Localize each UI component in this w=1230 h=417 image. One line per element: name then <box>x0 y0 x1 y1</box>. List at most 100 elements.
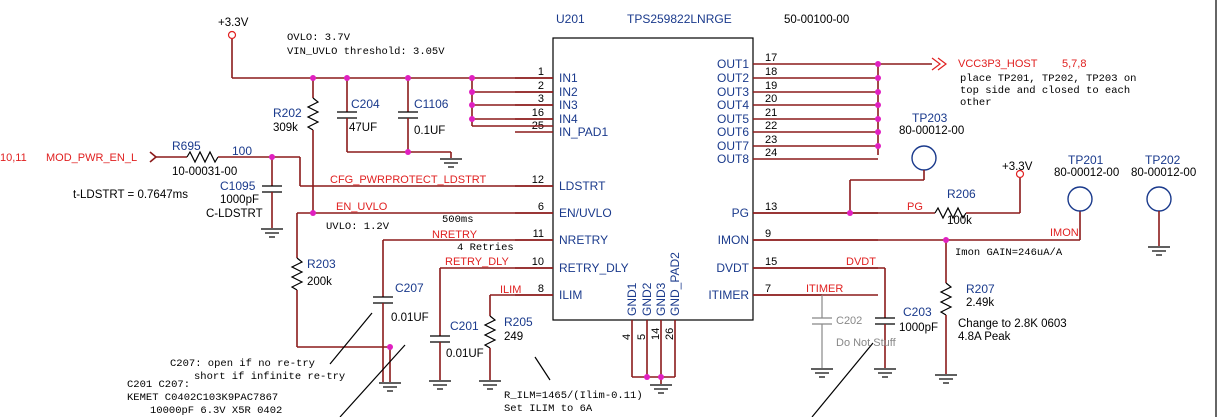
pin-name: GND_PAD2 <box>668 252 682 316</box>
c202-val: Do Not Stuff <box>836 337 897 349</box>
junction-dot <box>658 374 664 380</box>
note-kemet: KEMET C0402C103K9PAC7867 <box>127 392 278 404</box>
retry-dly-net: RETRY_DLY <box>445 256 509 268</box>
pin-number: 16 <box>532 107 544 119</box>
junction-dot <box>310 210 316 216</box>
note-ovlo: OVLO: 3.7V <box>287 32 351 44</box>
junction-dot <box>469 89 475 95</box>
ilim-net: ILIM <box>500 284 521 296</box>
c1106-ref: C1106 <box>414 97 449 111</box>
pin-name: ITIMER <box>708 288 749 302</box>
pin-number: 26 <box>664 328 676 340</box>
junction-dot <box>344 75 350 81</box>
pin-number: 18 <box>765 66 777 78</box>
junction-dot <box>269 154 275 160</box>
note-vin-uvlo: VIN_UVLO threshold: 3.05V <box>287 46 445 58</box>
pin-name: OUT2 <box>717 71 749 85</box>
pin-number: 10 <box>532 256 544 268</box>
pin-name: IN4 <box>559 112 578 126</box>
c1095-ref: C1095 <box>220 179 256 193</box>
junction-dot <box>875 102 881 108</box>
junction-dot <box>387 344 393 350</box>
junction-dot <box>469 116 475 122</box>
pin-number: 15 <box>765 256 777 268</box>
dvdt-net: DVDT <box>846 256 876 268</box>
pin-number: 21 <box>765 107 777 119</box>
pin-name: OUT7 <box>717 139 749 153</box>
pin-name: RETRY_DLY <box>559 261 629 275</box>
ic-part: TPS259822LNRGE <box>627 12 732 26</box>
pin-name: IN_PAD1 <box>559 125 608 139</box>
r203-ref: R203 <box>307 257 336 271</box>
pin-number: 13 <box>765 201 777 213</box>
r206-val: 100k <box>947 215 972 227</box>
pin-number: 2 <box>538 80 544 92</box>
itimer-net: ITIMER <box>806 283 843 295</box>
pin-name: GND1 <box>625 282 639 316</box>
c201-val: 0.01UF <box>446 348 484 360</box>
c201-ref: C201 <box>450 319 479 333</box>
junction-dot <box>405 149 411 155</box>
c203-val: 1000pF <box>899 322 938 334</box>
pin-number: 17 <box>765 52 777 64</box>
pin-name: GND3 <box>654 282 668 316</box>
pin-name: OUT1 <box>717 57 749 71</box>
pin-number: 19 <box>765 80 777 92</box>
tp202-symbol <box>1146 186 1172 212</box>
vcc-host-net: VCC3P3_HOST <box>958 58 1038 70</box>
c202-ref: C202 <box>836 315 862 327</box>
note-kemet-spec: 10000pF 6.3V X5R 0402 <box>150 405 282 417</box>
pin-number: 6 <box>538 201 544 213</box>
junction-dot <box>875 143 881 149</box>
tp201-symbol <box>1067 186 1093 212</box>
nretry-net: NRETRY <box>432 229 478 241</box>
junction-dot <box>405 75 411 81</box>
pin-number: 7 <box>765 283 771 295</box>
note-imon-gain: Imon GAIN=246uA/A <box>955 247 1063 259</box>
ic-code: 50-00100-00 <box>784 14 849 26</box>
power-symbol-left <box>227 30 237 40</box>
c207-val: 0.01UF <box>391 312 429 324</box>
note-c201-c207: C201 C207: <box>127 379 190 391</box>
pin-name: EN/UVLO <box>559 206 612 220</box>
note-retries: 4 Retries <box>457 242 514 254</box>
power-label-left: +3.3V <box>218 17 249 29</box>
r203-val: 200k <box>307 276 332 288</box>
c203-ref: C203 <box>903 305 932 319</box>
ic-body <box>552 37 754 321</box>
pin-name: IMON <box>718 233 749 247</box>
note-uvlo: UVLO: 1.2V <box>326 221 390 233</box>
junction-dot <box>644 374 650 380</box>
pin-name: IN3 <box>559 98 578 112</box>
r202-val: 309k <box>273 122 298 134</box>
pin-name: OUT6 <box>717 125 749 139</box>
tp203-code: 80-00012-00 <box>899 125 964 137</box>
tp202-code: 80-00012-00 <box>1131 167 1196 179</box>
pin-name: ILIM <box>559 288 582 302</box>
pin-name: OUT3 <box>717 85 749 99</box>
r205-val: 249 <box>504 331 523 343</box>
junction-dot <box>943 237 949 243</box>
tp203-symbol <box>911 145 937 171</box>
note-rilm-1: R_ILM=1465/(Ilim-0.11) <box>504 390 643 402</box>
pin-number: 1 <box>538 66 544 78</box>
junction-dot <box>469 75 475 81</box>
pin-number: 11 <box>533 228 544 240</box>
tp203-ref: TP203 <box>912 111 948 125</box>
pin-number: 14 <box>650 328 662 340</box>
pin-number: 20 <box>765 93 777 105</box>
mod-sheet-ref: 10,11 <box>0 152 27 164</box>
pin-name: OUT8 <box>717 152 749 166</box>
r205-ref: R205 <box>504 315 533 329</box>
pin-number: 4 <box>621 334 633 340</box>
r206-ref: R206 <box>947 187 976 201</box>
c1106-val: 0.1UF <box>414 125 445 137</box>
pin-name: GND2 <box>640 282 654 316</box>
r695-ref: R695 <box>172 139 201 153</box>
pin-name: OUT5 <box>717 112 749 126</box>
ic-ref: U201 <box>556 12 585 26</box>
pg-net: PG <box>907 201 923 213</box>
r207-val: 2.49k <box>966 297 994 309</box>
junction-dot <box>875 61 881 67</box>
node-100: 100 <box>232 144 252 158</box>
